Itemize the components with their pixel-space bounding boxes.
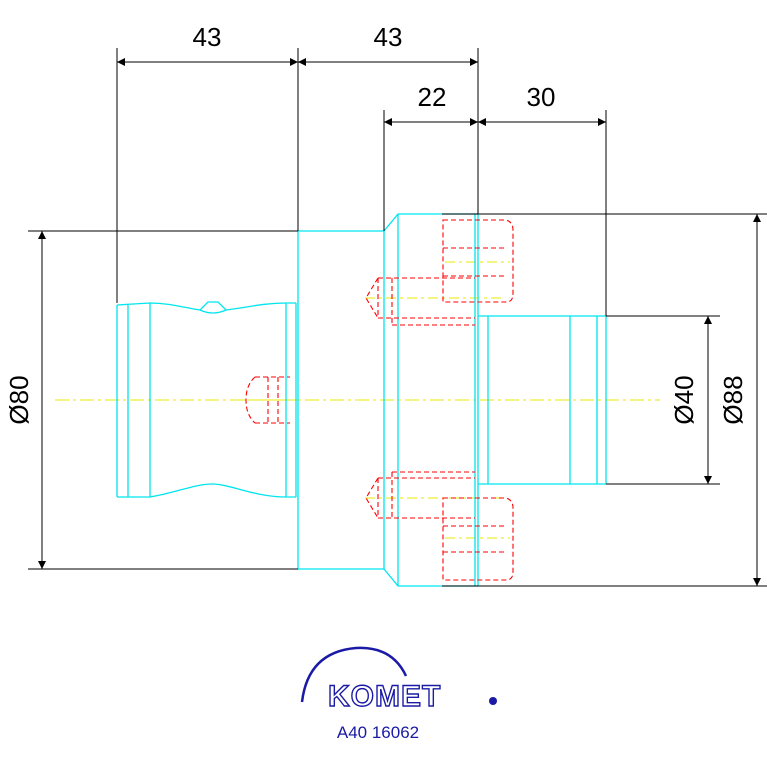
dim-diameter-spigot: Ø40 — [669, 375, 699, 424]
dimension-lines — [28, 48, 767, 587]
logo-brand-text: KOMET — [328, 680, 441, 713]
part-number: A40 16062 — [337, 723, 419, 742]
komet-logo: KOMET — [300, 646, 497, 714]
dim-width-middle: 43 — [374, 22, 403, 52]
dim-width-left: 43 — [193, 22, 222, 52]
dim-diameter-flange: Ø88 — [718, 375, 748, 424]
logo-dot — [489, 697, 497, 705]
part-outline — [116, 213, 607, 587]
dim-spigot-length: 30 — [527, 82, 556, 112]
dim-flange-width: 22 — [418, 82, 447, 112]
hidden-features — [245, 219, 514, 581]
dim-diameter-left: Ø80 — [4, 375, 34, 424]
logo-arc — [300, 646, 408, 703]
centerlines — [55, 261, 660, 539]
